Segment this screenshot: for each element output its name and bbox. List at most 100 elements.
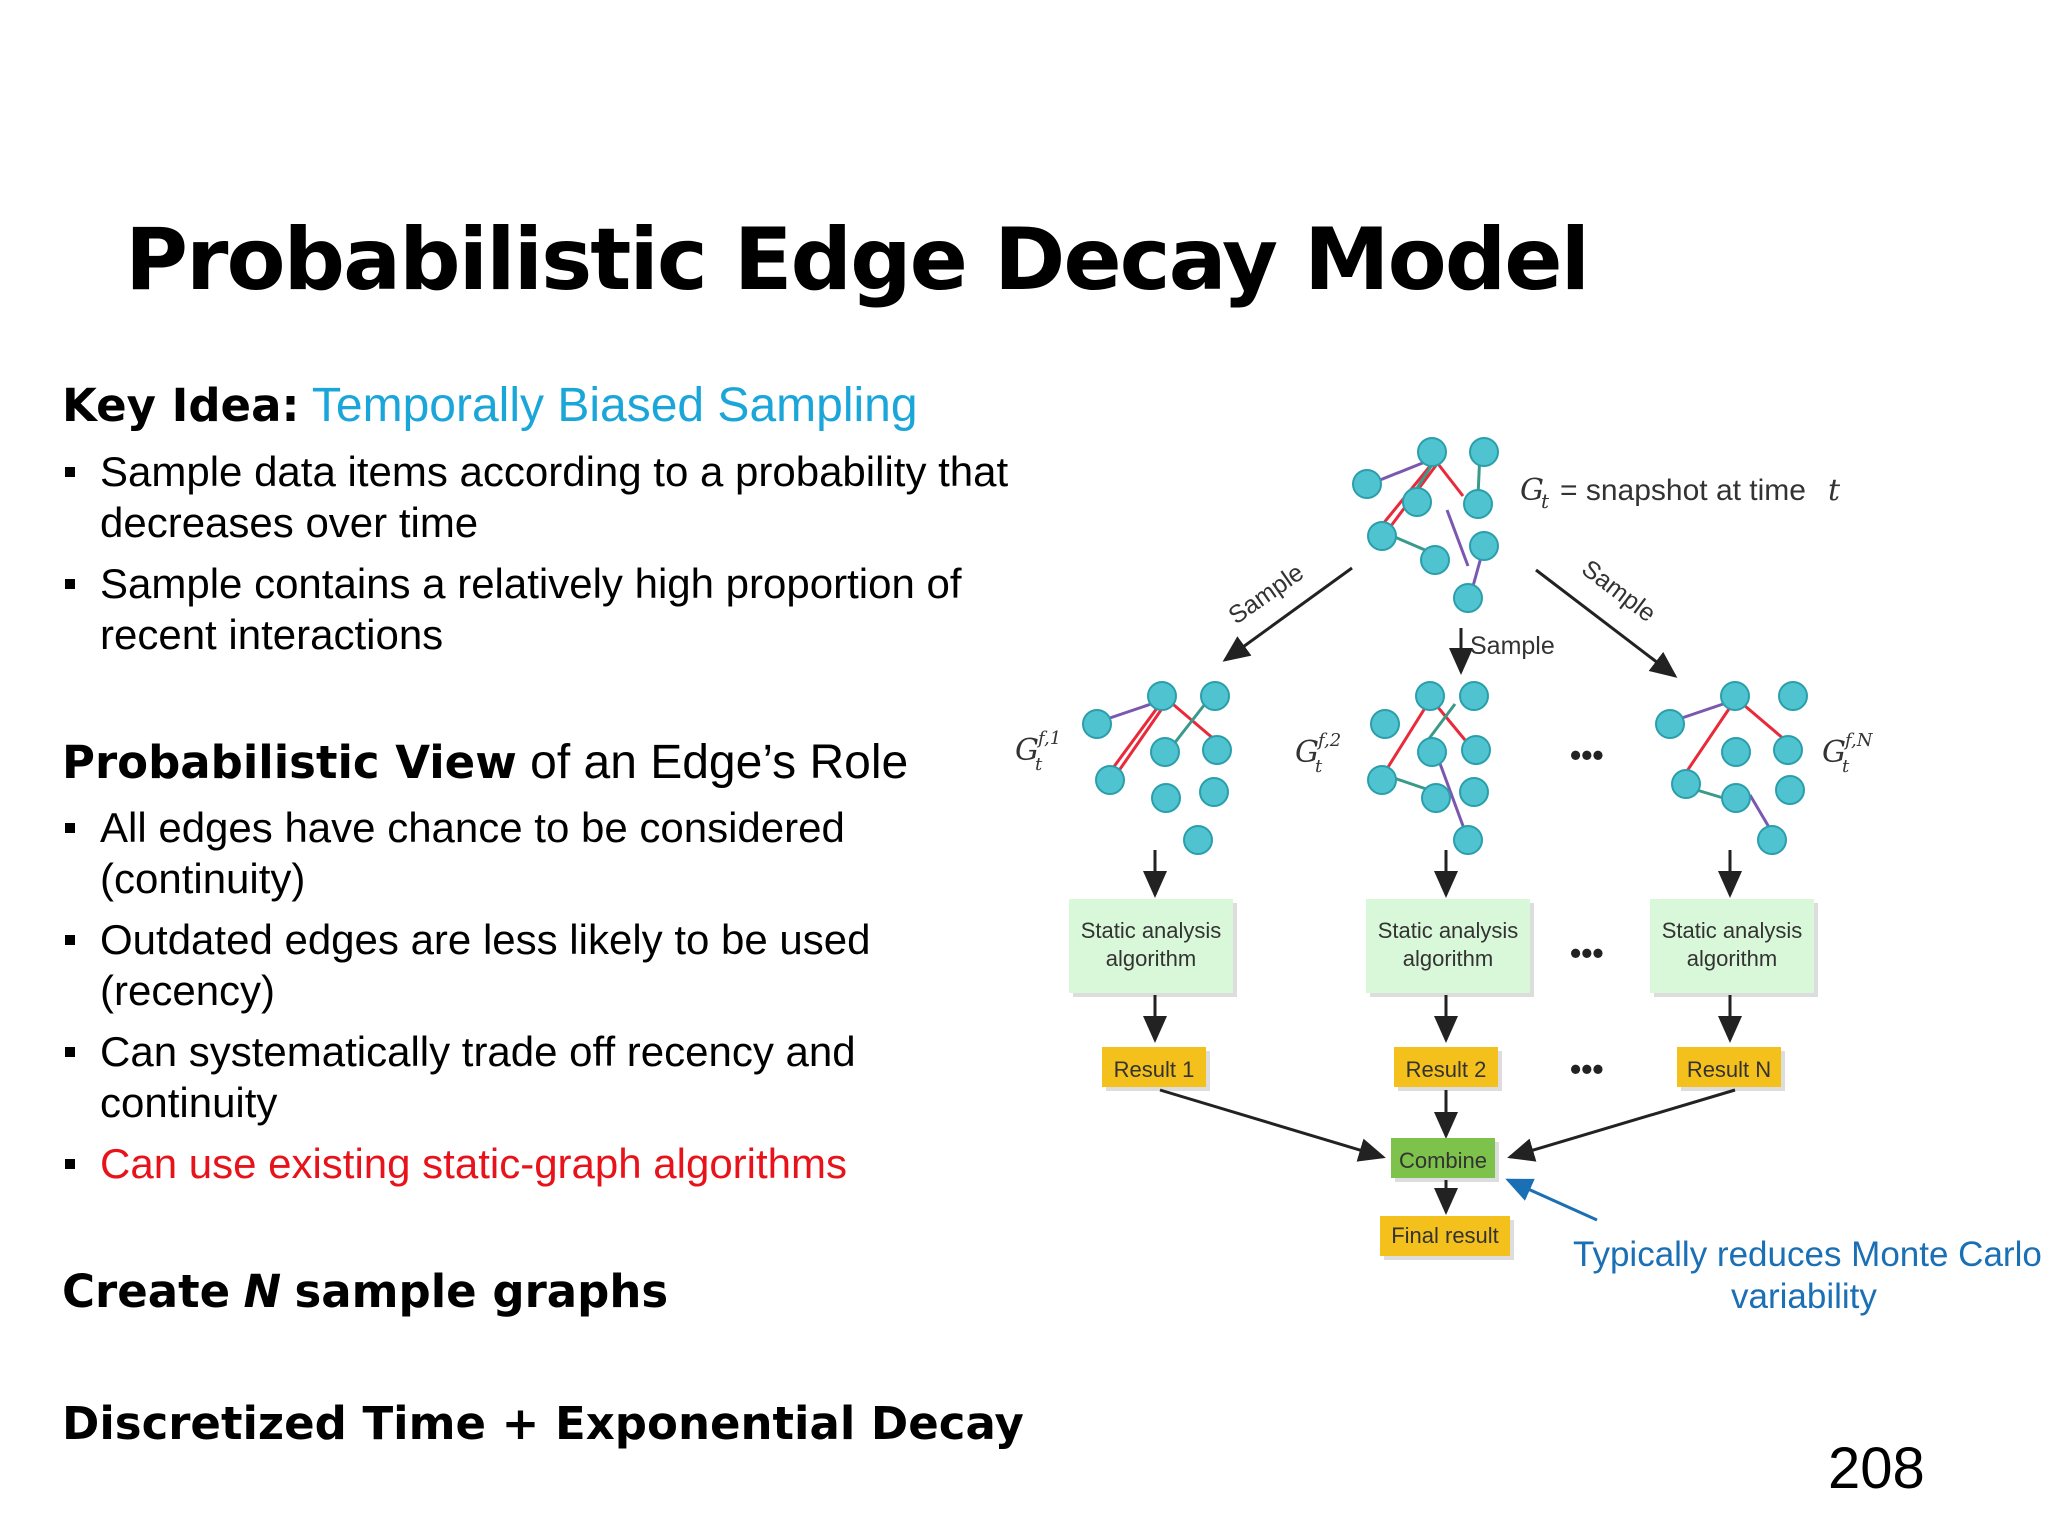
sample-graph-1 — [1082, 681, 1232, 855]
graph-node — [1757, 825, 1787, 855]
probabilistic-view-bullets: All edges have chance to be considered (… — [62, 802, 1022, 1199]
graph-node — [1720, 681, 1750, 711]
sample-graph-1-sub: t — [1035, 754, 1043, 775]
key-idea-heading: Key Idea: Temporally Biased Sampling — [62, 378, 918, 433]
snapshot-graph — [1352, 437, 1499, 613]
result-box-n: Result N — [1677, 1047, 1785, 1091]
graph-node — [1367, 521, 1397, 551]
bullet-marker — [65, 935, 75, 945]
sample-graph-n — [1655, 681, 1808, 855]
result-box-2: Result 2 — [1394, 1047, 1502, 1091]
final-result-label: Final result — [1391, 1223, 1499, 1248]
sample-graph-2-sub: t — [1315, 756, 1323, 777]
algorithm-label: Static analysis — [1081, 918, 1222, 943]
sample-arrow-right — [1535, 568, 1678, 678]
bullet-text: Sample contains a relatively high propor… — [100, 560, 962, 658]
graph-node — [1367, 765, 1397, 795]
result-box-1: Result 1 — [1102, 1047, 1210, 1091]
graph-node — [1415, 681, 1445, 711]
bullet-item: All edges have chance to be considered (… — [62, 802, 1022, 904]
graph-node — [1459, 777, 1489, 807]
snapshot-time: t — [1828, 473, 1841, 508]
graph-node — [1463, 489, 1493, 519]
graph-node — [1147, 681, 1177, 711]
bullet-marker — [65, 467, 75, 477]
graph-node — [1453, 825, 1483, 855]
final-result-box: Final result — [1380, 1216, 1514, 1260]
sample-graph-n-sup: f,N — [1843, 730, 1874, 751]
sample-label-center: Sample — [1470, 632, 1555, 660]
graph-node — [1721, 783, 1751, 813]
probabilistic-view-label: Probabilistic View — [62, 736, 517, 789]
key-idea-label: Key Idea: — [62, 379, 300, 432]
slide-title: Probabilistic Edge Decay Model — [125, 210, 1590, 310]
graph-node — [1655, 709, 1685, 739]
graph-node — [1459, 681, 1489, 711]
flow-arrow — [1507, 1088, 1736, 1162]
bullet-item: Can systematically trade off recency and… — [62, 1026, 1022, 1128]
sample-graph-2-symbol: G — [1295, 735, 1319, 770]
sample-label-left: Sample — [1223, 558, 1308, 630]
bullet-text: All edges have chance to be considered (… — [100, 804, 845, 902]
bullet-text: Sample data items according to a probabi… — [100, 448, 1009, 546]
bullet-marker — [65, 1159, 75, 1169]
annotation-line-2: variability — [1731, 1277, 1877, 1316]
create-samples-heading: Create N sample graphs — [62, 1264, 668, 1319]
bullet-marker — [65, 1047, 75, 1057]
result-label: Result 1 — [1114, 1057, 1195, 1082]
bullet-text: Can use existing static-graph algorithms — [100, 1140, 848, 1187]
result-label: Result N — [1687, 1057, 1771, 1082]
result-label: Result 2 — [1406, 1057, 1487, 1082]
algorithm-label: algorithm — [1687, 946, 1777, 971]
graph-node — [1150, 737, 1180, 767]
bullet-marker — [65, 579, 75, 589]
sample-graph-n-symbol: G — [1822, 735, 1846, 770]
bullet-item: Sample contains a relatively high propor… — [62, 558, 1022, 660]
snapshot-symbol: G — [1520, 473, 1544, 508]
annotation-arrow — [1505, 1178, 1598, 1222]
algorithm-label: algorithm — [1106, 946, 1196, 971]
graph-node — [1199, 777, 1229, 807]
graph-node — [1095, 765, 1125, 795]
graph-node — [1469, 531, 1499, 561]
ellipsis-algorithms: ••• — [1570, 935, 1604, 971]
create-prefix: Create — [62, 1265, 231, 1318]
snapshot-description: = snapshot at time — [1560, 474, 1806, 507]
graph-node — [1778, 681, 1808, 711]
algorithm-label: algorithm — [1403, 946, 1493, 971]
page-number: 208 — [1828, 1436, 1925, 1501]
graph-node — [1671, 769, 1701, 799]
probabilistic-view-heading: Probabilistic View of an Edge’s Role — [62, 735, 908, 790]
annotation-line-1: Typically reduces Monte Carlo — [1573, 1235, 2042, 1274]
graph-node — [1352, 469, 1382, 499]
algorithm-box-n: Static analysis algorithm — [1650, 899, 1818, 997]
graph-node — [1420, 545, 1450, 575]
key-idea-bullets: Sample data items according to a probabi… — [62, 446, 1022, 670]
ellipsis-results: ••• — [1570, 1051, 1604, 1087]
algorithm-label: Static analysis — [1662, 918, 1803, 943]
create-n: N — [243, 1265, 282, 1318]
graph-node — [1461, 735, 1491, 765]
bullet-text: Outdated edges are less likely to be use… — [100, 916, 871, 1014]
graph-node — [1417, 737, 1447, 767]
graph-node — [1082, 709, 1112, 739]
graph-node — [1773, 735, 1803, 765]
sample-label-right: Sample — [1576, 554, 1661, 627]
graph-node — [1421, 783, 1451, 813]
key-idea-text: Temporally Biased Sampling — [311, 379, 918, 432]
algorithm-box-1: Static analysis algorithm — [1069, 899, 1237, 997]
graph-node — [1202, 735, 1232, 765]
bullet-text: Can systematically trade off recency and… — [100, 1028, 856, 1126]
graph-node — [1453, 583, 1483, 613]
graph-node — [1183, 825, 1213, 855]
graph-node — [1417, 437, 1447, 467]
probabilistic-view-text: of an Edge’s Role — [530, 736, 909, 789]
bullet-marker — [65, 823, 75, 833]
ellipsis-graphs: ••• — [1570, 737, 1604, 773]
graph-node — [1200, 681, 1230, 711]
algorithm-box-2: Static analysis algorithm — [1366, 899, 1534, 997]
snapshot-subscript: t — [1541, 489, 1550, 513]
combine-label: Combine — [1399, 1148, 1487, 1173]
sample-graph-2 — [1367, 681, 1491, 855]
graph-node — [1721, 737, 1751, 767]
